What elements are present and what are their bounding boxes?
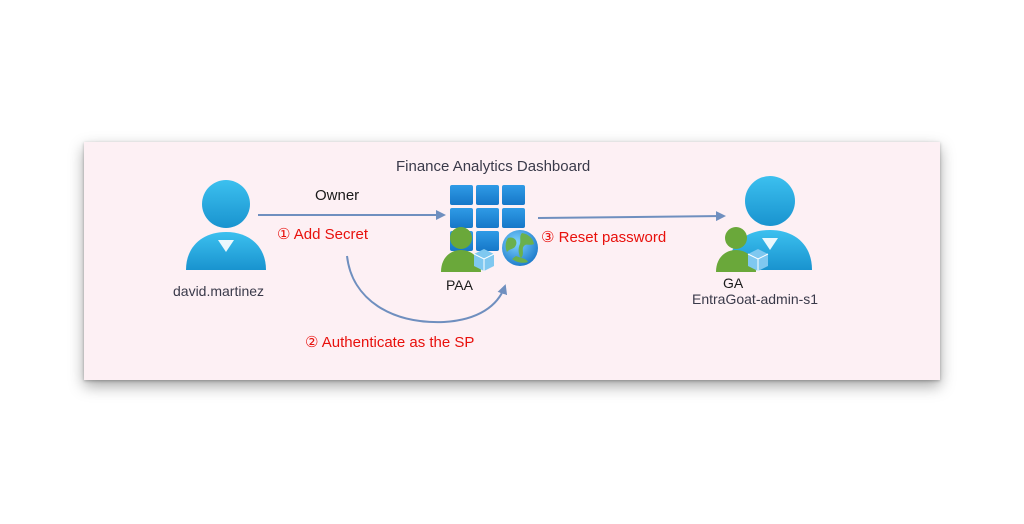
step-1-label: ① Add Secret: [277, 226, 368, 243]
arrow-authenticate: [346, 255, 508, 324]
app-title: Finance Analytics Dashboard: [396, 158, 591, 175]
source-user-name: david.martinez: [173, 283, 265, 299]
ga-badge-icon: [716, 227, 769, 272]
step-2-label: ② Authenticate as the SP: [305, 334, 475, 351]
role-badge-icon: [441, 227, 495, 272]
globe-icon: [502, 230, 538, 266]
user-icon: [186, 180, 266, 270]
app-role-label: PAA: [446, 277, 473, 293]
arrow-reset-password: [537, 211, 726, 222]
target-user-name: EntraGoat-admin-s1: [692, 291, 819, 307]
target-role-label: GA: [723, 275, 744, 291]
step-3-label: ③ Reset password: [541, 229, 667, 246]
owner-label: Owner: [315, 187, 360, 204]
